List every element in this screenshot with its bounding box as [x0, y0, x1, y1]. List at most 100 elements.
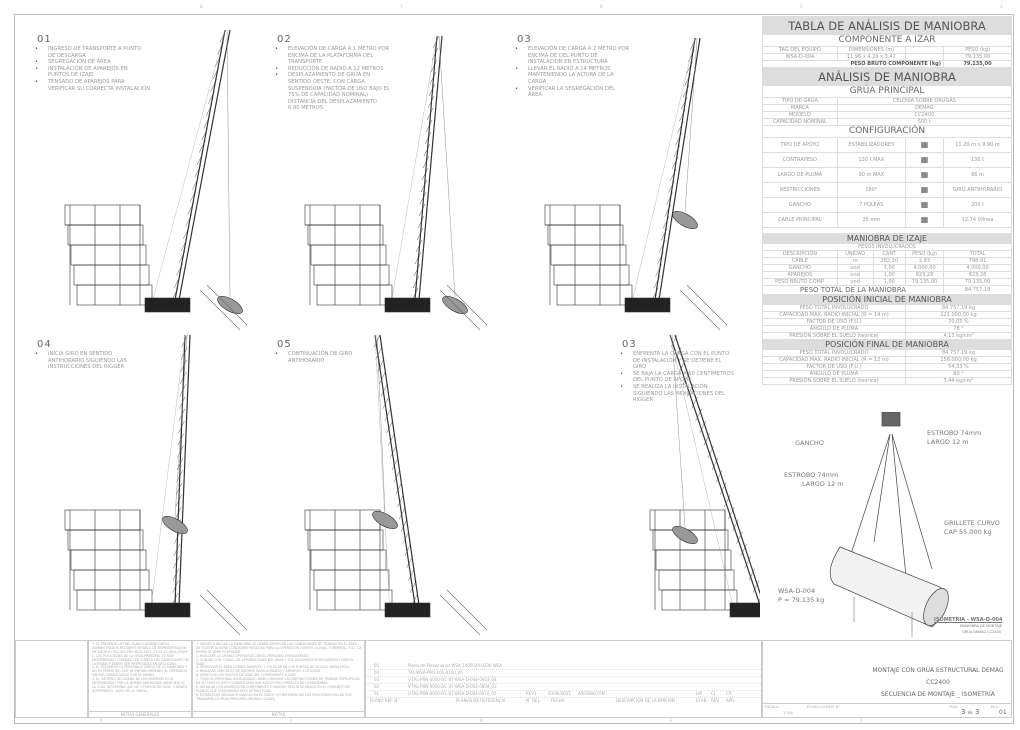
row-label: RESTRICCIONES — [762, 182, 838, 198]
column-header: APR. — [726, 698, 736, 703]
cell: 11,20 m x 9,90 m — [943, 137, 1012, 153]
ref-plan: TAL-WSA-PRO-L01-0120_05 — [408, 670, 463, 675]
cell: 12,74 t/línea — [943, 212, 1012, 228]
step-item: INGRESO DE TRANSPORTE A PUNTO DE DESCARG… — [35, 46, 150, 59]
steel-structure — [304, 204, 393, 306]
sheet-total: 3 — [974, 708, 980, 716]
revision-cell: REV1 — [526, 691, 537, 696]
step-number: 04 — [37, 339, 52, 350]
note: 5. REALIZAR CHECKLIST DE EQUIPOS INVOLUC… — [196, 669, 321, 674]
cell: WSA-D-004 — [762, 53, 838, 61]
ref-number: 05 — [374, 663, 380, 668]
crane-illustration — [304, 35, 488, 330]
step-number: 05 — [277, 339, 292, 350]
cell: 79.135,00 — [943, 53, 1012, 61]
cell: 11,96 x 4,29 x 3,42 — [836, 53, 906, 61]
column-header: DESCRIPCIÓN DE LA EMISIÓN — [616, 698, 675, 703]
crane-boom — [374, 335, 420, 606]
column-header: UNIDAD — [836, 250, 874, 258]
crane-tracks — [384, 297, 431, 313]
section-config: CONFIGURACIÓN — [762, 125, 1012, 138]
cell: CC2400 — [836, 111, 1013, 119]
cell: m — [836, 257, 874, 265]
outrigger-icon: ▦ — [904, 137, 945, 153]
column-header: PLANO REF. N° — [370, 698, 400, 703]
section-analisis: ANÁLISIS DE MANIOBRA — [762, 67, 1012, 86]
scale-label: ESCALA — [765, 705, 779, 709]
grid-label: D — [480, 718, 484, 723]
step-number: 01 — [37, 34, 52, 45]
cell: GIRO ANTIHORARIO — [943, 182, 1012, 198]
row-label: MODELO — [762, 111, 838, 119]
row-label: CAPACIDAD MAX. RADIO INICIAL (R = 14 m) — [762, 311, 906, 319]
cell: DEMAG — [836, 104, 1013, 112]
hoist-cable — [174, 335, 188, 518]
note: 4. SEGREGAR EL ÁREA CORRECTAMENTE, Y COL… — [196, 665, 350, 670]
section-inicial: POSICIÓN INICIAL DE MANIOBRA — [762, 294, 1012, 305]
section-grua: GRÚA PRINCIPAL — [762, 85, 1012, 98]
grid-label: 7 — [860, 718, 863, 723]
step-instructions: INICIA GIRO EN SENTIDO ANTIHORARIO SIGUI… — [35, 351, 150, 371]
label-estrobo-right: ESTROBO 74mm — [927, 429, 982, 437]
step-panel-4: 04 INICIA GIRO EN SENTIDO ANTIHORARIO SI… — [25, 335, 265, 635]
rev-label: REV. — [991, 705, 999, 709]
label-grillete: GRILLETE CURVO — [944, 519, 1000, 527]
row-label: LARGO DE PLUMA — [762, 167, 838, 183]
cell: 79.135,00 — [943, 278, 1012, 286]
cell: 7 POLEAS — [836, 197, 906, 213]
hoist-cable — [684, 37, 698, 213]
revision-cell: LM — [696, 691, 702, 696]
vessel — [829, 546, 949, 637]
cell: 823,28 — [904, 271, 945, 279]
crane-boom — [654, 37, 701, 301]
steel-structure — [649, 509, 738, 611]
row-label: FACTOR DE USO (F.U.) — [762, 318, 906, 326]
ref-plan: Plano de Elevaciones WSA 1405029-0330 WS… — [408, 663, 503, 668]
note: 3. CONTAR CON TODAS LAS APROBACIONES DEL… — [196, 657, 355, 666]
label-estrobo-left: ESTROBO 74mm — [784, 471, 839, 479]
note: 7. TODO EL PERSONAL INVOLUCRADO DEBE CON… — [196, 677, 360, 686]
row-label: CONTRAPESO — [762, 152, 838, 168]
vessel-load — [217, 295, 243, 315]
cell: APAREJOS — [762, 271, 838, 279]
vessel-load — [672, 210, 698, 230]
revision-cell: APROBACIÓN — [578, 691, 605, 696]
step-instructions: ENFRENTA LA CARGA CON EL PUNTO DE INSTAL… — [620, 351, 735, 404]
step-item: ENFRENTA LA CARGA CON EL PUNTO DE INSTAL… — [620, 351, 735, 371]
transport-trailer — [199, 589, 248, 635]
step-panel-1: 01 INGRESO DE TRANSPORTE A PUNTO DE DESC… — [25, 30, 265, 330]
step-item: VERIFICAR LA SEGREGACIÓN DEL ÁREA — [515, 86, 630, 99]
label-largo-left: LARGO 12 m — [802, 480, 844, 488]
ref-plan: V-TAL-PRN-0050-DC-07-WSA-D-004-0010_05 — [408, 691, 497, 696]
header-dim: DIMENSIONES (m) — [836, 46, 906, 54]
cell: 84.757,19 kg — [904, 304, 1013, 312]
row-label: CABLE PRINCIPAL — [762, 212, 838, 228]
label-vessel-tag: WSA-D-004 — [778, 587, 816, 595]
iso-subtitle: GRUA DEMAG CC2400 — [962, 630, 1002, 634]
crane-illustration — [64, 30, 248, 330]
label-gancho: GANCHO — [795, 439, 824, 447]
cell: 25 mm — [836, 212, 906, 228]
cell: 282,30 — [872, 257, 906, 265]
peso-total-value: 84.757,19 — [943, 285, 1012, 295]
cell: 1,00 — [872, 264, 906, 272]
iso-subtitle: MANIOBRA DE MONTAJE — [960, 624, 1002, 628]
step-item: SEGREGACIÓN DE ÁREA — [35, 59, 150, 66]
ref-plan: V-TAL-PRN-0050-DC-07-WSA-D-004-0003_04 — [408, 677, 497, 682]
hoist-cable — [438, 35, 456, 298]
column-header: REV. — [711, 698, 720, 703]
counterweight-icon: ▦ — [904, 152, 945, 168]
hoist-cable — [226, 30, 231, 298]
step-item: INSTALACIÓN DE APAREJOS EN PUNTOS DE IZA… — [35, 66, 150, 79]
grid-label: C — [290, 718, 293, 723]
step-number: 03 — [622, 339, 637, 350]
cell: PESO BRUTO COMP. — [762, 278, 838, 286]
client-plan-label: PLANO CLIENTE N° — [807, 705, 841, 709]
general-note: 2. LAS POSICIONES DE LA GRÚA PRINCIPAL S… — [92, 653, 189, 666]
row-label: PESO TOTAL INVOLUCRADO — [762, 304, 906, 312]
row-label: CAPACIDAD NOMINAL — [762, 118, 838, 126]
row-label: PRESIÓN SOBRE EL SUELO (teórica) — [762, 377, 906, 385]
cell: 90 m MAX — [836, 167, 906, 183]
general-notes-label: NOTAS GENERALES — [89, 711, 191, 717]
step-number: 03 — [517, 34, 532, 45]
